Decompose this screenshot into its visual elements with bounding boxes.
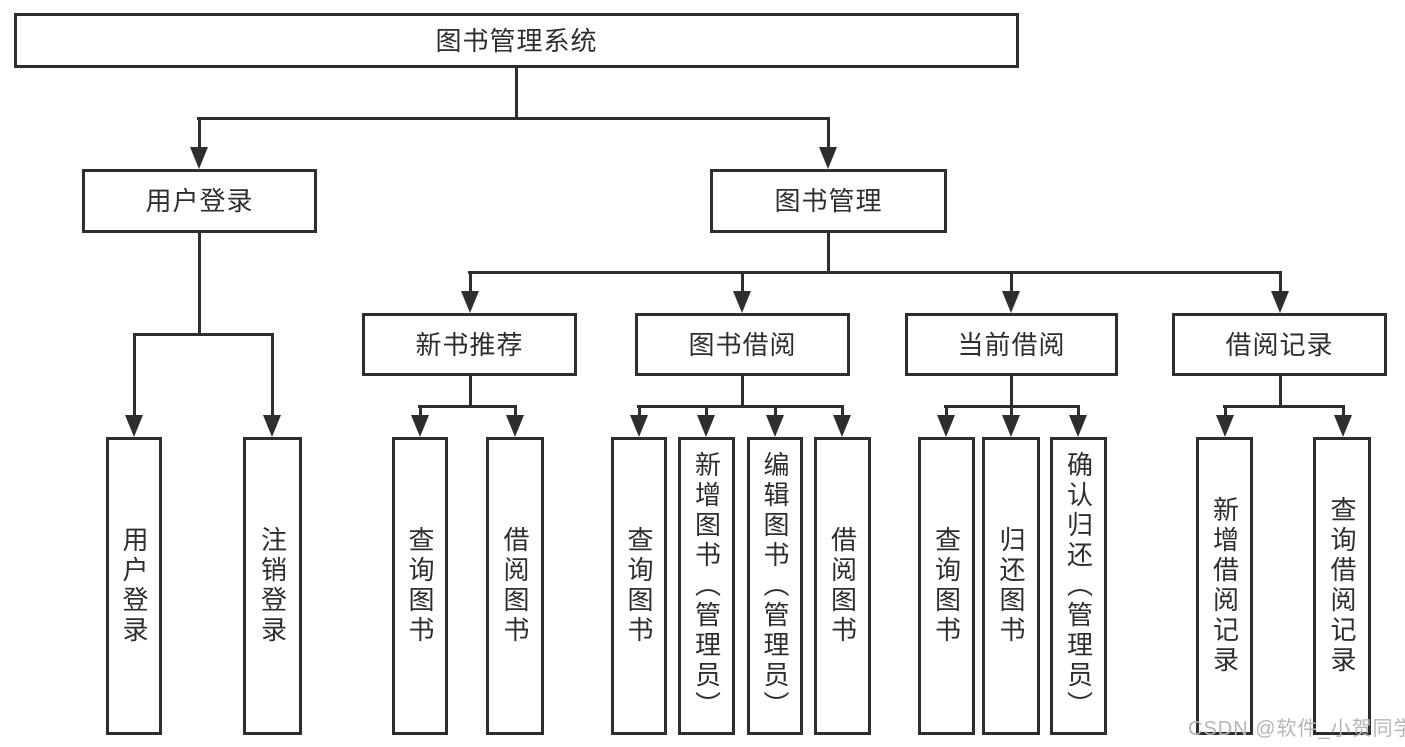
edge-line [469, 271, 472, 292]
edge-line [271, 333, 274, 416]
node-cb-confirm-return-label: 确认归还（管理员） [1063, 451, 1094, 721]
edge-arrow [1216, 415, 1234, 437]
edge-arrow [461, 291, 479, 313]
node-cb-return-book-label: 归还图书 [996, 526, 1026, 646]
edge-line [1077, 405, 1080, 416]
node-nb-borrow-book-label: 借阅图书 [500, 526, 530, 646]
edge-arrow [733, 291, 751, 313]
edge-arrow [1002, 415, 1020, 437]
edge-arrow [1069, 415, 1087, 437]
node-br-add-record: 新增借阅记录 [1196, 437, 1253, 735]
node-bb-query-book-label: 查询图书 [624, 526, 654, 646]
edge-arrow [1271, 291, 1289, 313]
edge-line [741, 271, 744, 292]
node-current-borrow: 当前借阅 [905, 313, 1118, 376]
node-current-borrow-label: 当前借阅 [957, 329, 1066, 360]
edge-line [638, 405, 641, 416]
edge-line [468, 271, 1282, 274]
edge-line [1223, 405, 1345, 408]
node-borrow-records: 借阅记录 [1172, 313, 1387, 376]
edge-arrow [833, 415, 851, 437]
edge-line [198, 233, 201, 335]
node-logout-label: 注销登录 [257, 526, 288, 646]
edge-line [133, 333, 136, 416]
node-book-borrow: 图书借阅 [635, 313, 850, 376]
node-login: 用户登录 [106, 437, 162, 735]
edge-line [827, 117, 830, 148]
edge-line [198, 117, 201, 148]
node-borrow-records-label: 借阅记录 [1225, 329, 1334, 360]
node-bb-add-book: 新增图书（管理员） [678, 437, 735, 735]
edge-arrow [263, 415, 281, 437]
edge-line [1010, 405, 1013, 416]
node-nb-query-book: 查询图书 [392, 437, 448, 735]
edge-line [469, 376, 472, 407]
node-book-borrow-label: 图书借阅 [688, 329, 797, 360]
edge-arrow [506, 415, 524, 437]
node-br-query-record: 查询借阅记录 [1313, 437, 1371, 735]
edge-arrow [411, 415, 429, 437]
node-nb-borrow-book: 借阅图书 [486, 437, 544, 735]
edge-line [637, 405, 844, 408]
node-user-login-branch: 用户登录 [82, 169, 317, 233]
node-bb-add-book-label: 新增图书（管理员） [691, 451, 722, 721]
edge-arrow [1334, 415, 1352, 437]
edge-arrow [697, 415, 715, 437]
edge-line [1342, 405, 1345, 416]
node-logout: 注销登录 [243, 437, 302, 735]
node-bb-borrow-book: 借阅图书 [814, 437, 871, 735]
edge-line [741, 376, 744, 407]
edge-arrow [630, 415, 648, 437]
node-new-book-recommend: 新书推荐 [362, 313, 577, 376]
edge-arrow [190, 147, 208, 169]
node-bb-query-book: 查询图书 [611, 437, 667, 735]
edge-arrow [819, 147, 837, 169]
node-new-book-recommend-label: 新书推荐 [415, 329, 524, 360]
edge-arrow [766, 415, 784, 437]
node-br-query-record-label: 查询借阅记录 [1327, 496, 1357, 676]
edge-arrow [1002, 291, 1020, 313]
edge-line [133, 333, 274, 336]
node-login-label: 用户登录 [119, 526, 149, 646]
edge-line [514, 405, 517, 416]
node-book-management-label: 图书管理 [774, 186, 883, 216]
node-root: 图书管理系统 [14, 13, 1019, 68]
node-root-label: 图书管理系统 [435, 25, 598, 56]
edge-line [774, 405, 777, 416]
node-nb-query-book-label: 查询图书 [405, 526, 435, 646]
edge-line [827, 233, 830, 274]
node-cb-confirm-return: 确认归还（管理员） [1050, 437, 1107, 735]
node-cb-query-book: 查询图书 [918, 437, 975, 735]
edge-line [1279, 271, 1282, 292]
node-br-add-record-label: 新增借阅记录 [1209, 496, 1240, 676]
node-bb-borrow-book-label: 借阅图书 [827, 526, 858, 646]
edge-line [419, 405, 422, 416]
edge-line [945, 405, 948, 416]
edge-line [1224, 405, 1227, 416]
edge-line [1010, 271, 1013, 292]
edge-line [841, 405, 844, 416]
edge-line [418, 405, 517, 408]
edge-arrow [125, 415, 143, 437]
csdn-watermark: CSDN @软件_小贺同学 [1188, 718, 1405, 740]
edge-line [1279, 376, 1282, 407]
node-bb-edit-book: 编辑图书（管理员） [747, 437, 803, 735]
edge-line [515, 68, 518, 119]
edge-arrow [937, 415, 955, 437]
node-cb-query-book-label: 查询图书 [931, 526, 962, 646]
edge-line [197, 117, 830, 120]
node-bb-edit-book-label: 编辑图书（管理员） [760, 451, 790, 721]
node-book-management: 图书管理 [710, 169, 947, 233]
node-cb-return-book: 归还图书 [982, 437, 1040, 735]
edge-line [1010, 376, 1013, 407]
node-user-login-branch-label: 用户登录 [145, 186, 254, 216]
edge-line [705, 405, 708, 416]
